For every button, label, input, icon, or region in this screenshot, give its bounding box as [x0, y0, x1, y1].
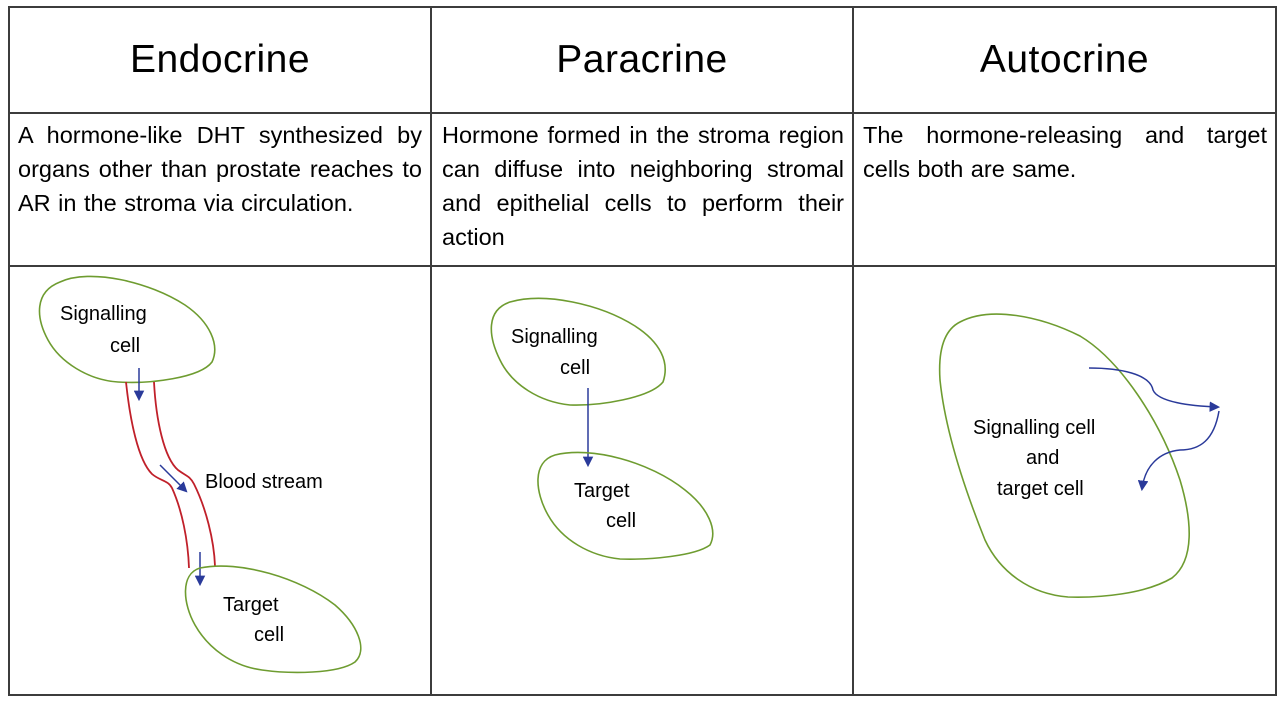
cell-label: and	[1026, 447, 1059, 469]
arrow-out-icon	[1088, 367, 1221, 412]
autocrine-diagram: Signalling cell and target cell	[938, 313, 1221, 598]
column-divider-2	[852, 6, 854, 696]
header-autocrine: Autocrine	[979, 37, 1150, 81]
signalling-cell-label: Signalling	[511, 326, 598, 348]
target-cell-shape	[184, 565, 362, 674]
paracrine-diagram: Signalling cell Target cell	[490, 297, 714, 560]
header-paracrine: Paracrine	[556, 37, 728, 81]
cell-label: target cell	[997, 478, 1084, 500]
endocrine-diagram: Signalling cell Blood stream Target cell	[38, 275, 362, 674]
table-border-bottom	[8, 694, 1277, 696]
signalling-cell-shape	[38, 275, 216, 384]
target-cell-shape	[537, 451, 714, 560]
signalling-target-cell-shape	[938, 313, 1190, 598]
signalling-cell-shape	[490, 297, 666, 406]
header-row-divider	[8, 112, 1277, 114]
description-autocrine: The hormone-releasing and target cells b…	[863, 122, 1267, 182]
signalling-cell-label: Signalling	[60, 303, 147, 325]
target-cell-label: Target	[223, 594, 279, 616]
cell-label: Signalling cell	[973, 417, 1095, 439]
target-cell-label: cell	[606, 510, 636, 532]
target-cell-label: cell	[254, 624, 284, 646]
signalling-cell-label: cell	[560, 357, 590, 379]
header-endocrine: Endocrine	[129, 37, 311, 81]
table-border-top	[8, 6, 1277, 8]
table-border-right	[1275, 6, 1277, 696]
target-cell-label: Target	[574, 480, 630, 502]
description-endocrine: A hormone-like DHT synthesized by organs…	[18, 122, 422, 216]
arrow-diagonal-icon	[159, 464, 188, 493]
description-paracrine: Hormone formed in the stroma region can …	[442, 122, 844, 250]
blood-stream-label: Blood stream	[205, 471, 323, 493]
arrow-back-icon	[1137, 410, 1220, 492]
table-border-left	[8, 6, 10, 696]
signalling-cell-label: cell	[110, 335, 140, 357]
column-divider-1	[430, 6, 432, 696]
blood-vessel-left-wall	[125, 381, 190, 569]
blood-vessel-right-wall	[153, 381, 216, 567]
description-row-divider	[8, 265, 1277, 267]
